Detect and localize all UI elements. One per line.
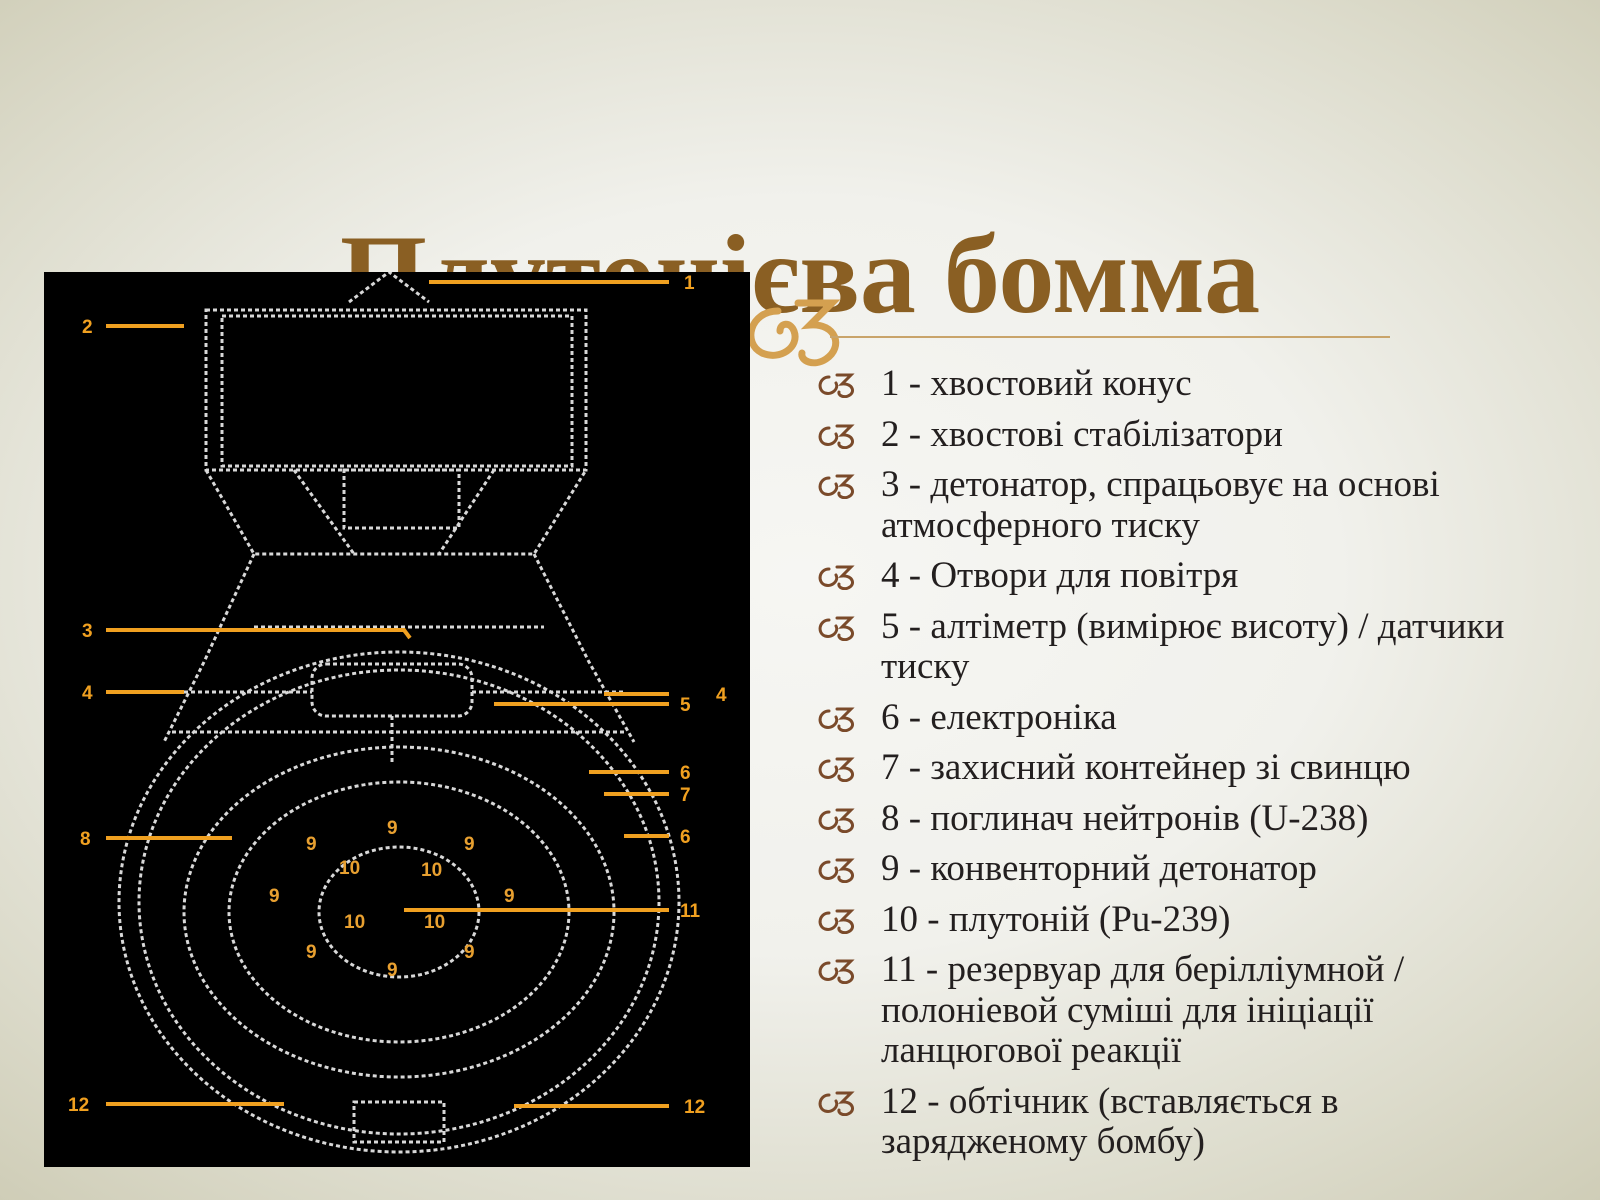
- tail-box-outline: [204, 308, 588, 472]
- callout-label: 8: [80, 829, 91, 850]
- tail-fins-outline: [204, 469, 588, 556]
- curly-bullet-icon: [818, 757, 855, 782]
- component-number-label: 10: [339, 858, 360, 879]
- legend-item-text: 6 - електроніка: [881, 696, 1117, 738]
- casing-outer-outline: [117, 650, 681, 1154]
- component-number-label: 9: [464, 942, 475, 963]
- legend-item: 10 - плутоній (Pu-239): [815, 898, 1535, 941]
- legend-item: 4 - Отвори для повітря: [815, 555, 1535, 597]
- legend-item-text: 11 - резервуар для берілліумной / полоні…: [881, 949, 1405, 1071]
- curly-bullet-icon: [818, 373, 855, 398]
- legend-item-text: 12 - обтічник (вставляється в зарядженом…: [881, 1080, 1339, 1162]
- component-number-label: 10: [344, 912, 365, 933]
- callout-label: 12: [68, 1095, 89, 1116]
- legend-item: 5 - алтіметр (вимірює висоту) / датчики …: [815, 605, 1535, 688]
- component-number-label: 10: [421, 860, 442, 881]
- legend-item-text: 3 - детонатор, спрацьовує на основі атмо…: [881, 464, 1440, 546]
- legend-item-text: 2 - хвостові стабілізатори: [881, 413, 1283, 455]
- title-divider-ornament: [747, 299, 1390, 367]
- legend-item-text: 10 - плутоній (Pu-239): [881, 898, 1231, 940]
- curly-ornament-icon: [747, 299, 841, 367]
- tail-cone-outline: [348, 272, 430, 304]
- curly-bullet-icon: [818, 474, 855, 499]
- legend-item: 3 - детонатор, спрацьовує на основі атмо…: [815, 464, 1535, 546]
- upper-body-outline: [162, 553, 636, 743]
- callout-label: 6: [680, 763, 691, 784]
- curly-bullet-icon: [818, 808, 855, 833]
- callout-label: 6: [680, 827, 691, 848]
- legend-item: 8 - поглинач нейтронів (U-238): [815, 797, 1535, 840]
- curly-bullet-icon: [818, 959, 855, 984]
- component-number-label: 9: [387, 818, 398, 839]
- curly-bullet-icon: [818, 616, 855, 641]
- callout-label: 3: [82, 621, 93, 642]
- legend-item: 11 - резервуар для берілліумной / полоні…: [815, 949, 1535, 1072]
- legend-item-text: 8 - поглинач нейтронів (U-238): [881, 797, 1369, 839]
- callout-label: 2: [82, 317, 93, 338]
- legend-item-text: 7 - захисний контейнер зі свинцю: [881, 747, 1411, 788]
- legend-item-text: 5 - алтіметр (вимірює висоту) / датчики …: [881, 605, 1505, 687]
- legend-item: 7 - захисний контейнер зі свинцю: [815, 747, 1535, 789]
- component-number-label: 9: [269, 886, 280, 907]
- component-number-label: 9: [306, 942, 317, 963]
- callout-label: 5: [680, 695, 691, 716]
- component-number-label: 9: [504, 886, 515, 907]
- legend-item: 9 - конвенторний детонатор: [815, 848, 1535, 890]
- component-number-label: 9: [464, 834, 475, 855]
- callout-label: 4: [716, 685, 727, 706]
- callout-line: [106, 628, 412, 640]
- legend-item: 6 - електроніка: [815, 696, 1535, 739]
- curly-bullet-icon: [818, 909, 855, 934]
- callout-label: 11: [680, 901, 701, 922]
- curly-bullet-icon: [818, 707, 855, 732]
- electronics-block-outline: [310, 662, 474, 718]
- callout-label: 1: [684, 273, 695, 294]
- callout-label: 4: [82, 683, 93, 704]
- legend-list: 1 - хвостовий конус 2 - хвостові стабіліз…: [815, 363, 1535, 1173]
- callout-label: 12: [684, 1097, 705, 1118]
- callout-label: 7: [680, 785, 691, 806]
- legend-item: 12 - обтічник (вставляється в зарядженом…: [815, 1080, 1535, 1163]
- legend-item: 2 - хвостові стабілізатори: [815, 413, 1535, 456]
- component-number-label: 9: [306, 834, 317, 855]
- component-number-label: 10: [424, 912, 445, 933]
- curly-bullet-icon: [818, 565, 855, 590]
- component-number-label: 9: [387, 960, 398, 981]
- legend-item: 1 - хвостовий конус: [815, 363, 1535, 405]
- curly-bullet-icon: [818, 858, 855, 883]
- curly-bullet-icon: [818, 424, 855, 449]
- legend-item-text: 9 - конвенторний детонатор: [881, 848, 1317, 889]
- legend-item-text: 4 - Отвори для повітря: [881, 555, 1239, 596]
- curly-bullet-icon: [818, 1091, 855, 1116]
- legend-item-text: 1 - хвостовий конус: [881, 363, 1192, 404]
